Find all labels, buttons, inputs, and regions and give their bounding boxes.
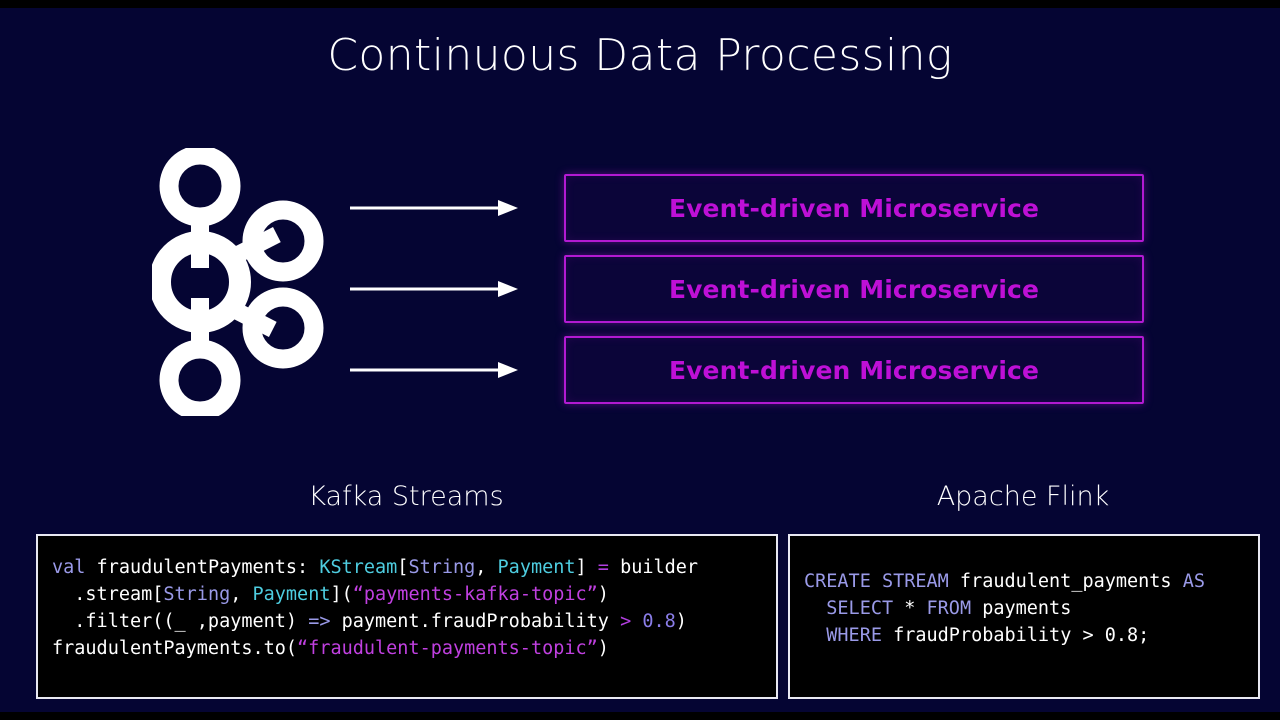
code-token: [ [397, 557, 409, 578]
code-token: fraudulentPayments: [85, 557, 320, 578]
code-token: payment.fraudProbability [330, 611, 621, 632]
code-token: .stream[ [52, 584, 164, 605]
code-token: val [52, 557, 86, 578]
microservice-label: Event-driven Microservice [668, 355, 1040, 385]
code-block-kafka-streams: val fraudulentPayments: KStream[String, … [36, 534, 778, 699]
code-token: KStream [319, 557, 398, 578]
code-token: SELECT [826, 598, 894, 619]
code-token [804, 625, 826, 646]
arrow-right-icon [350, 198, 518, 218]
code-token: builder [608, 557, 699, 578]
code-token: WHERE [826, 625, 882, 646]
code-line: .stream[String, Payment](“payments-kafka… [52, 581, 776, 608]
code-token [804, 598, 826, 619]
code-token: ) [597, 638, 609, 659]
code-token: payments [971, 598, 1072, 619]
code-token: CREATE STREAM [804, 571, 949, 592]
code-token: FROM [926, 598, 972, 619]
caption-kafka-streams: Kafka Streams [308, 481, 504, 512]
code-token: ] [575, 557, 598, 578]
microservice-label: Event-driven Microservice [668, 274, 1040, 304]
code-token: fraudulentPayments.to( [52, 638, 298, 659]
code-token: => [308, 611, 331, 632]
microservice-box: Event-driven Microservice [564, 336, 1144, 404]
code-line: fraudulentPayments.to(“fraudulent-paymen… [52, 635, 776, 662]
page-title: Continuous Data Processing [327, 30, 953, 81]
code-token: fraudProbability > 0.8; [881, 625, 1150, 646]
code-line: SELECT * FROM payments [804, 595, 1258, 622]
slide-canvas: Continuous Data Processing Event-driven … [0, 8, 1280, 712]
code-token: AS [1182, 571, 1205, 592]
code-token: ) [597, 584, 609, 605]
code-token: Payment [252, 584, 331, 605]
caption-apache-flink: Apache Flink [936, 481, 1110, 512]
code-token: , [475, 557, 498, 578]
code-token: “payments-kafka-topic” [352, 584, 598, 605]
code-token: * [893, 598, 927, 619]
code-token: > [620, 611, 632, 632]
code-token: ) [675, 611, 687, 632]
code-token: , [230, 584, 253, 605]
code-line: CREATE STREAM fraudulent_payments AS [804, 568, 1258, 595]
microservice-box: Event-driven Microservice [564, 255, 1144, 323]
code-block-apache-flink: CREATE STREAM fraudulent_payments AS SEL… [788, 534, 1260, 699]
code-token: Payment [497, 557, 576, 578]
code-token: 0.8 [642, 611, 676, 632]
code-token: fraudulent_payments [948, 571, 1183, 592]
code-token: String [408, 557, 476, 578]
microservice-label: Event-driven Microservice [668, 193, 1040, 223]
code-token: .filter((_ ,payment) [52, 611, 309, 632]
microservice-box: Event-driven Microservice [564, 174, 1144, 242]
code-line: .filter((_ ,payment) => payment.fraudPro… [52, 608, 776, 635]
kafka-logo-icon [152, 148, 332, 416]
code-token: String [163, 584, 231, 605]
arrow-right-icon [350, 360, 518, 380]
code-token [631, 611, 642, 632]
arrow-right-icon [350, 279, 518, 299]
code-line: WHERE fraudProbability > 0.8; [804, 622, 1258, 649]
code-token: = [597, 557, 609, 578]
code-line: val fraudulentPayments: KStream[String, … [52, 554, 776, 581]
code-token: ]( [330, 584, 353, 605]
code-token: “fraudulent-payments-topic” [297, 638, 598, 659]
